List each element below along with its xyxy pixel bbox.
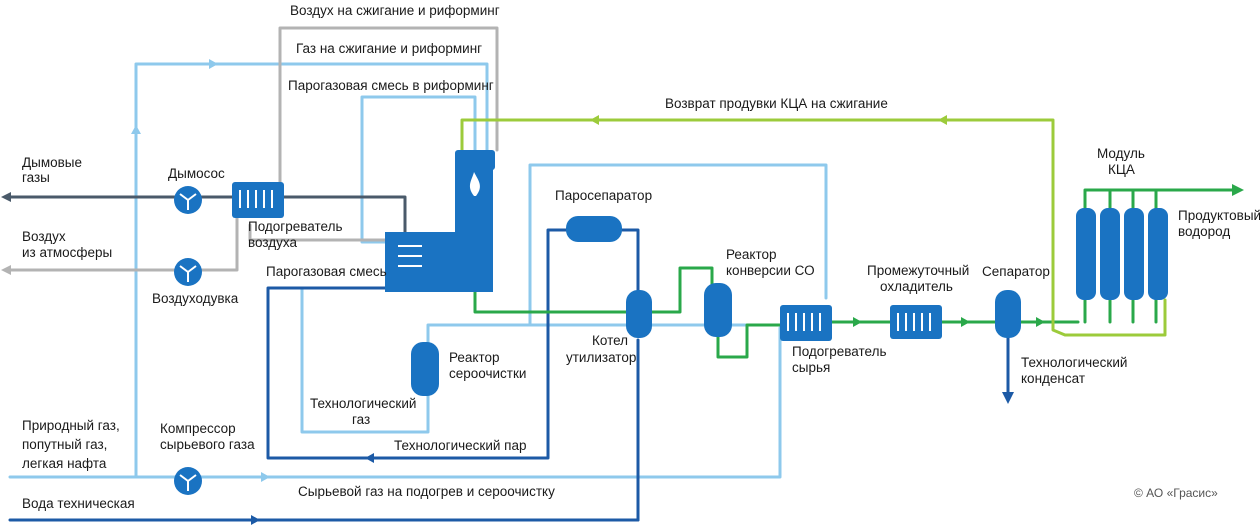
label-separator: Сепаратор xyxy=(982,264,1050,279)
arrow-steam-back xyxy=(365,453,374,463)
label-product-h2-1: Продуктовый xyxy=(1178,208,1260,223)
label-psa-module-2: КЦА xyxy=(1108,162,1135,177)
label-feed-gas: Сырьевой газ на подогрев и сероочистку xyxy=(298,484,555,499)
label-tech-gas-1: Технологический xyxy=(310,396,416,411)
line-tech-steam xyxy=(546,228,640,522)
line-steamgas-reforming xyxy=(360,95,477,244)
copyright: © АО «Грасис» xyxy=(1134,486,1218,500)
label-flue-gases-1: Дымовые xyxy=(22,155,82,170)
arrow-green-1 xyxy=(853,317,862,327)
label-co-reactor-1: Реактор xyxy=(726,247,777,262)
label-desulf-reactor-2: сероочистки xyxy=(449,366,526,381)
line-reformed-gas xyxy=(473,266,1080,359)
label-product-h2-2: водород xyxy=(1178,224,1230,239)
label-tech-gas-2: газ xyxy=(352,412,370,427)
label-steam-gas-reforming: Парогазовая смесь в риформинг xyxy=(288,78,494,93)
label-gas-combustion: Газ на сжигание и риформинг xyxy=(296,41,482,56)
flame-icon xyxy=(469,172,480,196)
line-flue-gases xyxy=(6,195,407,234)
reformer-furnace xyxy=(385,150,495,292)
label-steam-gas-mix: Парогазовая смесь xyxy=(266,264,387,279)
label-psa-module-1: Модуль xyxy=(1097,146,1145,161)
label-air-atm-1: Воздух xyxy=(22,229,66,244)
label-feed-heater-1: Подогреватель xyxy=(792,344,886,359)
smoke-exhauster-icon xyxy=(174,186,202,214)
flow-arrows xyxy=(1,59,1244,525)
line-tech-steam-return xyxy=(266,286,550,460)
co-conversion-reactor xyxy=(704,283,732,337)
psa-module xyxy=(1076,208,1168,300)
label-air-blower: Воздуходувка xyxy=(152,291,239,306)
line-psa-manifold xyxy=(1083,188,1242,324)
label-smoke-exhauster: Дымосос xyxy=(168,166,225,181)
label-tech-steam: Технологический пар xyxy=(394,438,526,453)
line-feed-heater-loop xyxy=(528,163,828,327)
arrow-flue-out xyxy=(1,192,11,202)
feed-heater xyxy=(780,305,832,341)
desulfurization-reactor xyxy=(411,342,439,396)
arrow-purge-2 xyxy=(938,115,947,125)
steam-separator xyxy=(566,216,622,242)
arrow-feed-mid xyxy=(261,472,270,482)
separator xyxy=(995,290,1021,338)
arrow-air-in xyxy=(1,265,11,275)
label-steam-separator: Паросепаратор xyxy=(555,188,652,203)
label-intercooler-1: Промежуточный xyxy=(867,263,969,278)
arrow-green-2 xyxy=(961,317,970,327)
label-air-atm-2: из атмосферы xyxy=(22,245,112,260)
arrow-condensate xyxy=(1002,392,1014,404)
flow-lines xyxy=(4,26,1242,522)
label-air-combustion: Воздух на сжигание и риформинг xyxy=(290,3,500,18)
arrow-gas-up xyxy=(131,125,141,134)
label-waste-boiler-2: утилизатор xyxy=(566,350,636,365)
line-air-combustion xyxy=(278,26,499,187)
intermediate-cooler xyxy=(890,305,942,339)
line-psa-purge xyxy=(460,118,1167,337)
label-desulf-reactor-1: Реактор xyxy=(449,350,500,365)
air-blower-icon xyxy=(174,258,202,286)
label-waste-boiler-1: Котел xyxy=(592,333,628,348)
label-tech-water: Вода техническая xyxy=(22,496,135,511)
label-compressor-1: Компрессор xyxy=(160,421,236,436)
arrow-gas-top xyxy=(209,59,218,69)
label-natural-gas-1: Природный газ, xyxy=(22,418,120,433)
arrow-purge xyxy=(590,115,599,125)
arrow-water xyxy=(251,515,260,525)
label-psa-purge: Возврат продувки КЦА на сжигание xyxy=(665,96,888,111)
label-natural-gas-2: попутный газ, xyxy=(22,437,107,452)
label-air-heater-1: Подогреватель xyxy=(248,219,342,234)
label-air-heater-2: воздуха xyxy=(248,235,297,250)
label-co-reactor-2: конверсии СО xyxy=(726,263,815,278)
label-tech-condensate-1: Технологический xyxy=(1021,355,1127,370)
label-intercooler-2: охладитель xyxy=(880,279,953,294)
waste-heat-boiler xyxy=(626,290,652,338)
label-compressor-2: сырьевого газа xyxy=(160,437,255,452)
label-feed-heater-2: сырья xyxy=(792,360,830,375)
label-flue-gases-2: газы xyxy=(22,170,50,185)
label-tech-condensate-2: конденсат xyxy=(1021,371,1085,386)
air-heater xyxy=(232,182,284,218)
compressor-icon xyxy=(174,467,202,495)
line-air-heater-feed xyxy=(248,223,392,242)
arrow-product xyxy=(1232,184,1244,196)
label-natural-gas-3: легкая нафта xyxy=(22,456,107,471)
labels: Воздух на сжигание и риформинг Газ на сж… xyxy=(22,3,1260,511)
arrow-green-3 xyxy=(1036,317,1045,327)
